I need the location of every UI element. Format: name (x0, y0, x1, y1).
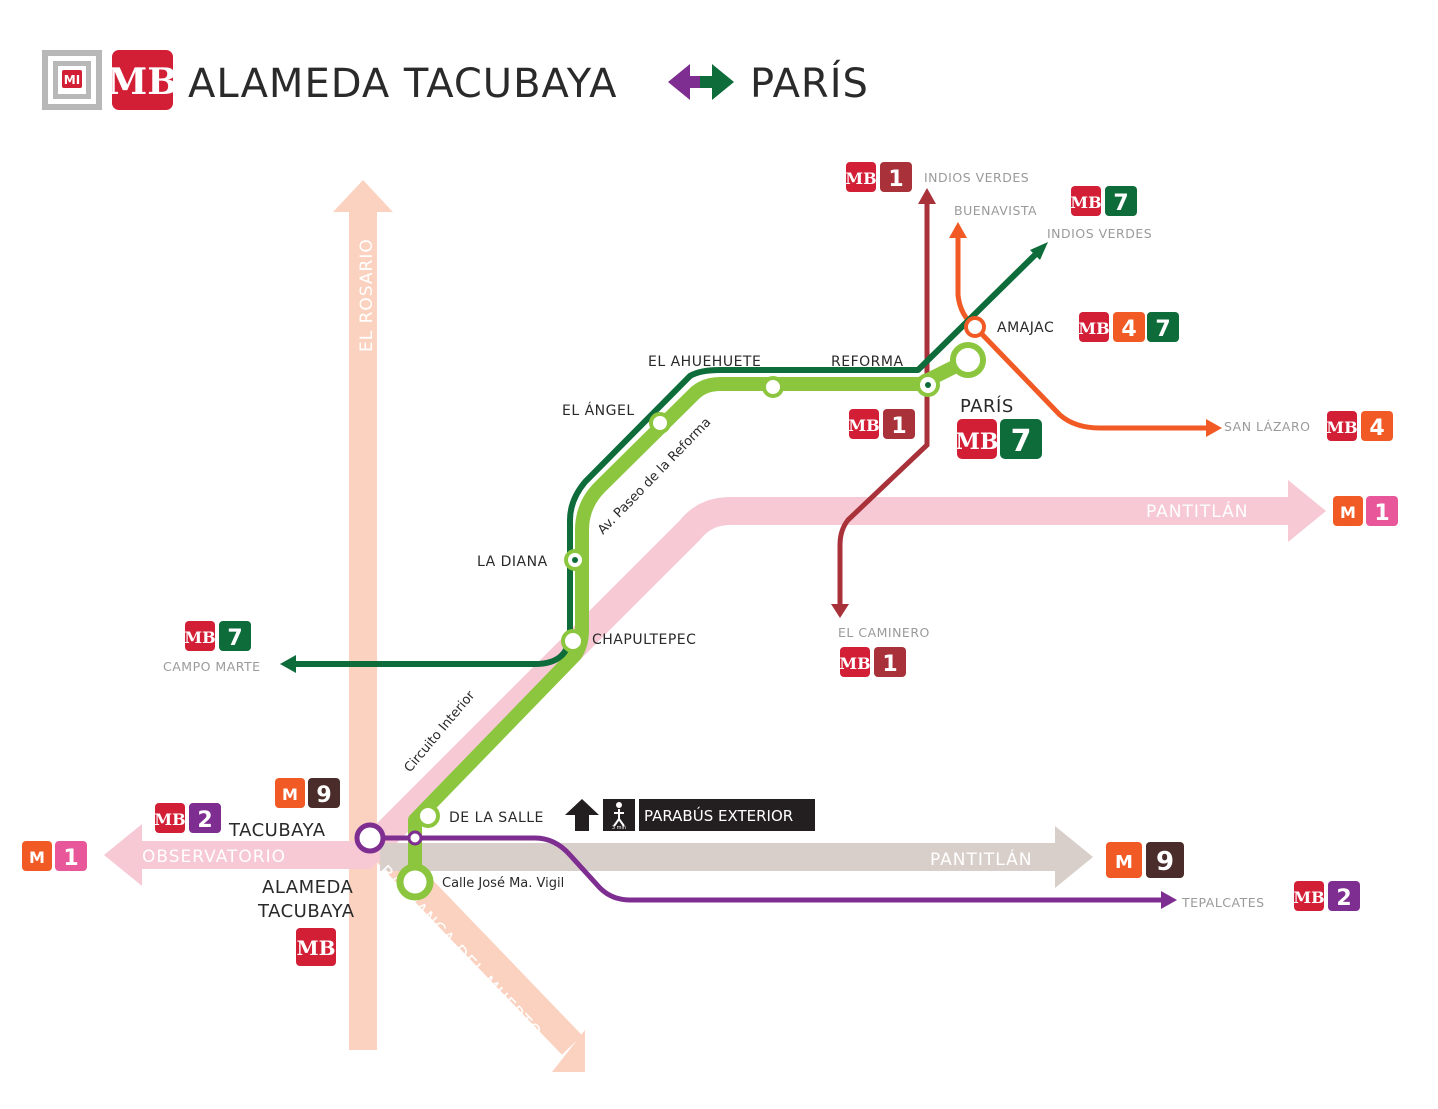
svg-text:M: M (29, 848, 45, 867)
badge-alameda-tacubaya-mb: MB (296, 928, 336, 966)
svg-text:M: M (1340, 503, 1356, 522)
metrobus-line-4 (949, 222, 1222, 437)
station-marker-de-la-salle[interactable] (416, 804, 440, 828)
label-el-rosario: EL ROSARIO (357, 238, 377, 352)
svg-text:M: M (282, 785, 298, 804)
badge-indios-verdes-mb1: MB 1 (845, 162, 912, 192)
badge-el-caminero-mb1: MB 1 (839, 647, 906, 677)
terminal-tepalcates: TEPALCATES (1181, 895, 1265, 910)
parabus-indicator: 3 min PARABÚS EXTERIOR (565, 799, 815, 831)
svg-text:MB: MB (839, 654, 870, 673)
station-label-tacubaya: TACUBAYA (228, 820, 326, 841)
badge-pantitlan-metro9: M 9 (1106, 842, 1184, 878)
badge-pantitlan-metro1: M 1 (1333, 496, 1398, 526)
svg-text:4: 4 (1369, 416, 1384, 441)
badge-indios-verdes-mb7: MB 7 (1070, 186, 1137, 216)
station-label-el-ahuehuete: EL AHUEHUETE (648, 354, 761, 370)
station-label-amajac: AMAJAC (997, 320, 1054, 336)
badge-tacubaya-metro9: M 9 (275, 778, 340, 808)
metrobus-line-1 (831, 188, 936, 618)
svg-text:9: 9 (316, 783, 331, 808)
road-label-jose-vigil: Calle José Ma. Vigil (442, 876, 564, 891)
label-pantitlan-line-9: PANTITLÁN (930, 848, 1033, 870)
svg-text:7: 7 (1113, 191, 1128, 216)
metrobus-logo-text: MB (107, 61, 177, 103)
badge-amajac-mb47: MB 4 7 (1078, 312, 1179, 342)
svg-text:M: M (1115, 852, 1133, 873)
terminal-buenavista: BUENAVISTA (954, 203, 1037, 218)
badge-tepalcates-mb2: MB 2 (1293, 881, 1360, 911)
station-markers (354, 316, 986, 901)
svg-text:1: 1 (888, 167, 903, 192)
cdmx-logo: MI (42, 50, 102, 110)
station-label-la-diana: LA DIANA (477, 554, 548, 570)
svg-text:MB: MB (1078, 319, 1109, 338)
badge-paris-mb7: MB 7 (956, 419, 1042, 459)
svg-text:4: 4 (1121, 317, 1136, 342)
badge-observatorio-metro1: M 1 (22, 841, 87, 871)
svg-text:9: 9 (1156, 847, 1174, 877)
route-origin: ALAMEDA TACUBAYA (188, 61, 617, 107)
svg-text:1: 1 (882, 652, 897, 677)
station-marker-alameda-tacubaya[interactable] (396, 863, 434, 901)
metro-logo-text: MI (64, 73, 80, 87)
svg-text:1: 1 (891, 414, 906, 439)
walk-time-label: 3 min (612, 825, 626, 831)
badge-reforma-mb1: MB 1 (848, 409, 915, 439)
terminal-indios-verdes-line-7: INDIOS VERDES (1047, 226, 1152, 241)
label-observatorio: OBSERVATORIO (142, 847, 286, 867)
station-label-de-la-salle: DE LA SALLE (449, 810, 544, 826)
svg-text:2: 2 (197, 808, 212, 833)
station-label-reforma: REFORMA (831, 354, 904, 370)
up-arrow-icon (565, 799, 599, 831)
station-label-el-angel: EL ÁNGEL (562, 402, 635, 419)
parabus-label: PARABÚS EXTERIOR (644, 806, 793, 825)
svg-text:MB: MB (1070, 193, 1101, 212)
svg-text:MB: MB (184, 628, 215, 647)
svg-text:MB: MB (956, 429, 999, 455)
header: MI MB ALAMEDA TACUBAYA PARÍS (42, 50, 869, 110)
label-pantitlan-line-1: PANTITLÁN (1146, 500, 1249, 522)
svg-text:1: 1 (63, 846, 78, 871)
terminal-campo-marte: CAMPO MARTE (163, 659, 261, 674)
metrobus-line-2 (370, 835, 1177, 909)
station-marker-amajac[interactable] (964, 316, 986, 338)
terminal-indios-verdes-line-1: INDIOS VERDES (924, 170, 1029, 185)
svg-text:MB: MB (1326, 418, 1357, 437)
badge-tacubaya-mb2: MB 2 (154, 803, 221, 833)
svg-text:7: 7 (227, 626, 242, 651)
metrobus-logo: MB (107, 50, 178, 110)
svg-text:MB: MB (296, 936, 335, 960)
metro-line-9-arrow (380, 826, 1093, 888)
svg-text:1: 1 (1374, 501, 1389, 526)
station-marker-paris[interactable] (950, 342, 986, 378)
svg-text:2: 2 (1336, 886, 1351, 911)
bidirectional-arrow-icon (668, 64, 734, 100)
svg-text:MB: MB (154, 810, 185, 829)
badge-san-lazaro-mb4: MB 4 (1326, 411, 1393, 441)
station-label-alameda-tacubaya: TACUBAYA (257, 901, 355, 922)
station-label-paris: PARÍS (960, 395, 1014, 417)
terminal-el-caminero: EL CAMINERO (838, 625, 930, 640)
svg-text:7: 7 (1011, 424, 1032, 459)
svg-text:MB: MB (848, 416, 879, 435)
svg-text:MB: MB (845, 169, 876, 188)
svg-text:7: 7 (1155, 317, 1170, 342)
metro-line-1-arrow (104, 480, 1326, 886)
station-marker-el-ahuehuete[interactable] (762, 376, 784, 398)
station-marker-chapultepec[interactable] (561, 629, 585, 653)
route-destination: PARÍS (750, 59, 869, 107)
station-label-chapultepec: CHAPULTEPEC (592, 632, 696, 648)
station-marker-tacubaya[interactable] (354, 822, 386, 854)
station-label-alameda: ALAMEDA (262, 877, 354, 898)
terminal-san-lazaro: SAN LÁZARO (1224, 419, 1310, 434)
metrobus-line-7 (280, 242, 1048, 673)
svg-text:MB: MB (1293, 888, 1324, 907)
badge-campo-marte-mb7: MB 7 (184, 621, 251, 651)
station-marker-el-angel[interactable] (649, 412, 671, 434)
